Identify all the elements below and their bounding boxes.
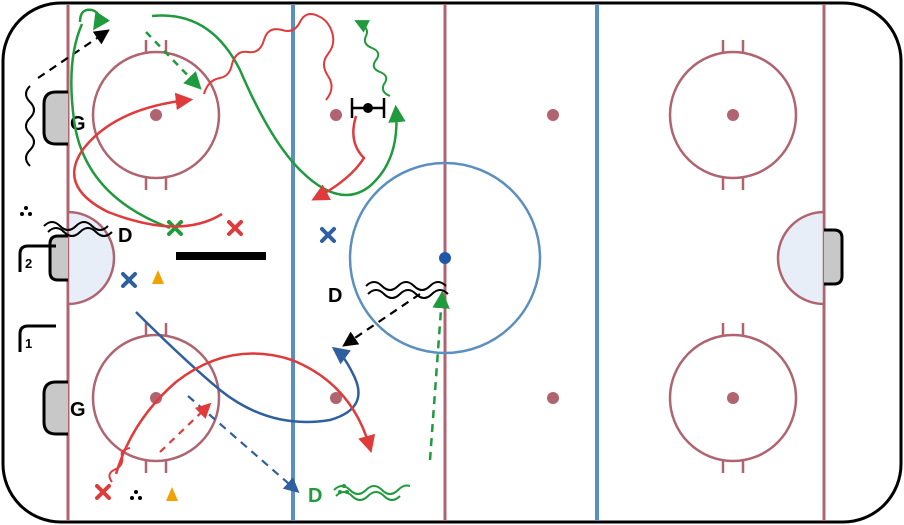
faceoff-dot xyxy=(727,109,739,121)
cone-icon xyxy=(152,270,164,284)
skate-path-green xyxy=(70,14,396,230)
stickhandle-path-red xyxy=(108,447,131,483)
puck-pile-icon xyxy=(20,206,32,216)
faceoff-circle-right-bottom xyxy=(668,323,798,473)
screen-dot xyxy=(363,103,373,113)
goal-net-right xyxy=(824,228,844,286)
neutral-dot xyxy=(330,392,342,404)
stickhandle-path xyxy=(47,227,113,237)
goal-crease-right xyxy=(776,210,826,306)
pass-path-red xyxy=(159,402,212,453)
goalie-label-bottom: G xyxy=(70,399,86,421)
stickhandle-path xyxy=(43,221,109,231)
blue-x-icon xyxy=(121,272,137,288)
red-x-icon xyxy=(95,484,111,500)
cone-icon xyxy=(166,487,178,501)
stickhandle-path-red xyxy=(203,13,335,101)
bench-marker-1 xyxy=(18,324,56,352)
defense-label-center: D xyxy=(328,285,342,307)
center-faceoff-dot xyxy=(439,252,451,264)
goalie-marker-top xyxy=(42,90,68,146)
faceoff-circle-right-top xyxy=(668,40,798,190)
stickhandle-path-green xyxy=(333,484,411,495)
faceoff-dot xyxy=(150,392,162,404)
pass-path-blue xyxy=(187,395,300,494)
defense-label-bottom: D xyxy=(308,485,322,507)
skate-path-red xyxy=(114,352,376,475)
pass-path xyxy=(342,293,421,347)
blue-x-icon xyxy=(320,227,336,243)
bench-marker-2 xyxy=(18,244,56,272)
red-x-icon xyxy=(227,220,243,236)
skate-path-blue xyxy=(135,311,360,424)
faceoff-dot xyxy=(727,392,739,404)
stickhandle-path-green xyxy=(354,20,391,97)
neutral-dot xyxy=(547,109,559,121)
skate-path-red xyxy=(73,92,223,228)
faceoff-circle-left-bottom xyxy=(91,323,221,473)
center-circle xyxy=(348,161,542,355)
barrier-icon xyxy=(176,252,266,260)
stickhandle-path xyxy=(365,281,447,291)
skate-path-red xyxy=(311,115,366,201)
neutral-dot xyxy=(330,109,342,121)
stickhandle-path xyxy=(367,289,449,299)
neutral-dot xyxy=(547,392,559,404)
puck-pile-icon xyxy=(130,490,142,500)
stickhandle-path-green xyxy=(335,491,401,501)
goalie-marker-bottom xyxy=(42,380,68,436)
bench-label-2: 2 xyxy=(25,256,32,271)
goal-net-left xyxy=(48,234,68,282)
bench-label-1: 1 xyxy=(25,336,32,351)
green-x-icon xyxy=(167,220,183,236)
stickhandle-path xyxy=(25,85,35,167)
faceoff-dot xyxy=(150,109,162,121)
faceoff-circle-left-top xyxy=(91,40,221,190)
defense-label-top: D xyxy=(118,225,132,247)
skate-path-green xyxy=(78,8,111,31)
